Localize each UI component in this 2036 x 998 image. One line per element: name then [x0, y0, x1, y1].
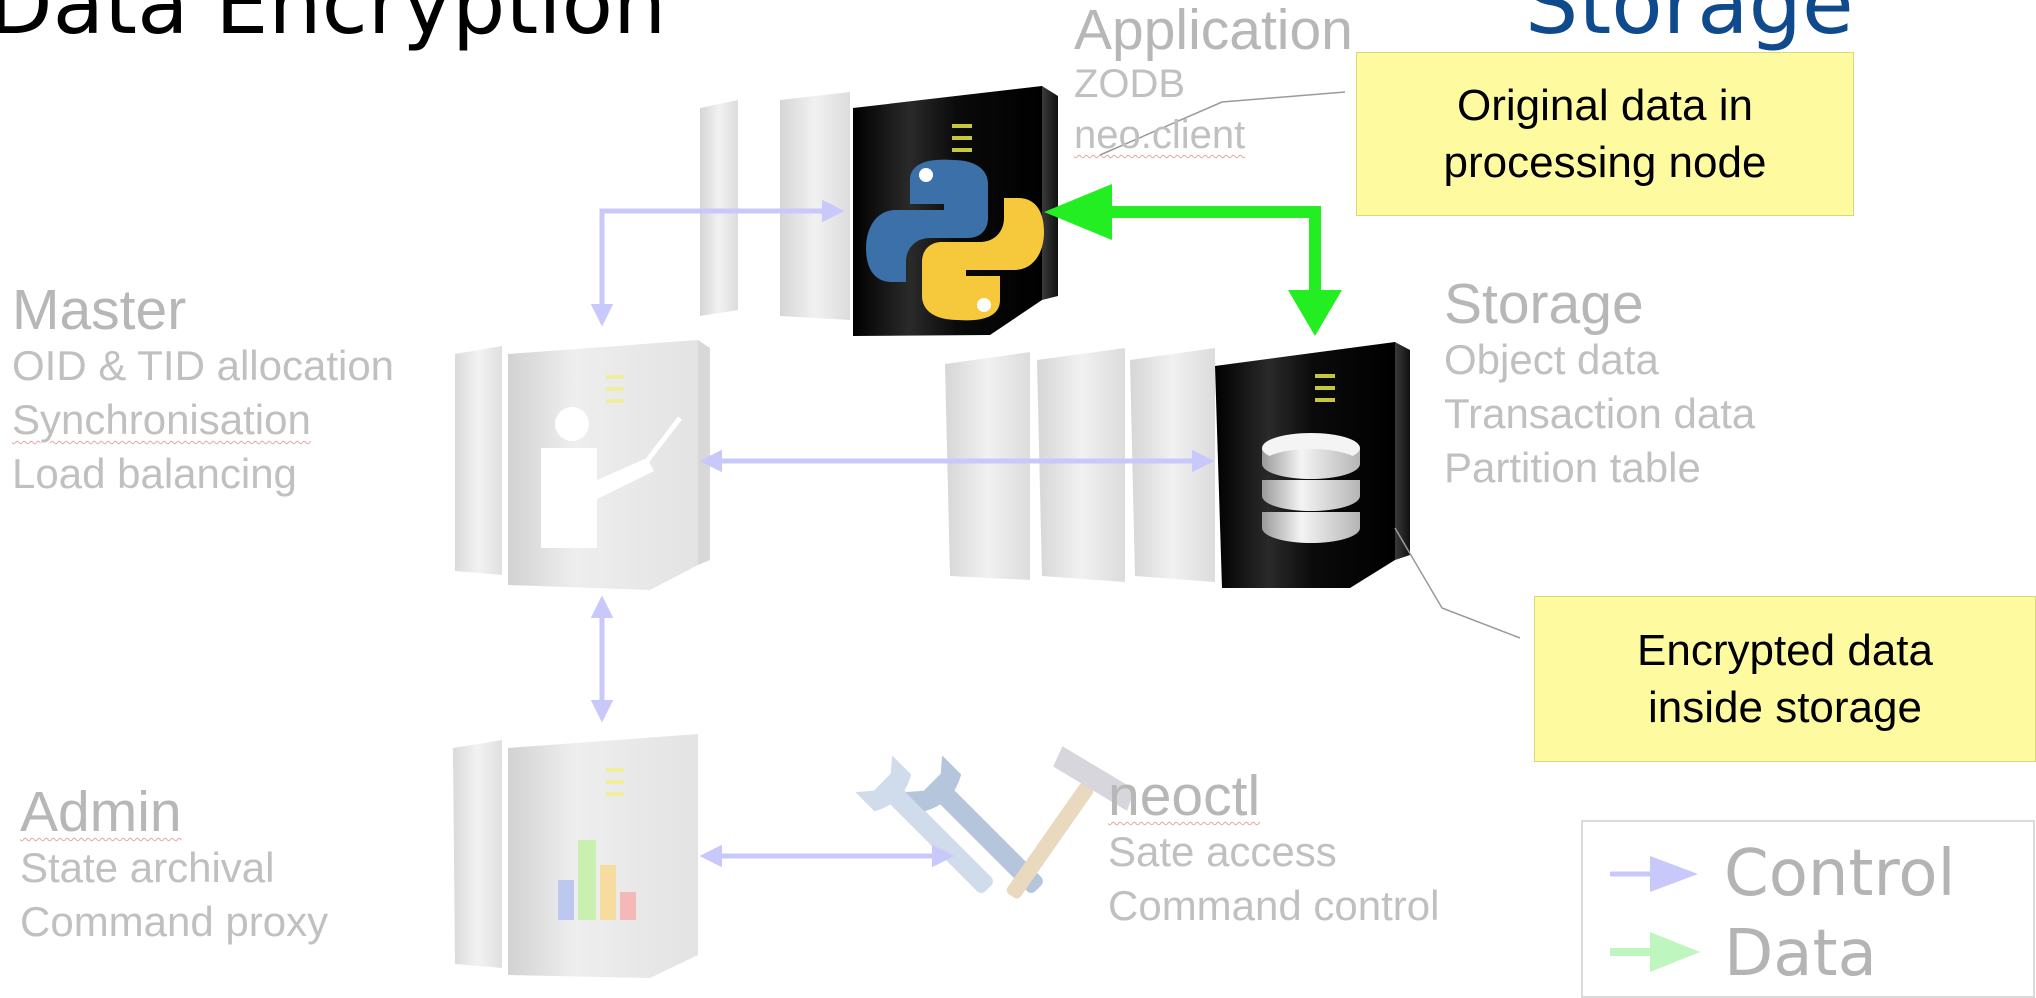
master-server-group	[455, 340, 710, 590]
callout-line: inside storage	[1648, 683, 1922, 732]
master-server-side	[698, 340, 710, 565]
admin-line: Command proxy	[20, 897, 329, 945]
drive-bay-light	[952, 136, 972, 140]
bar-chart-icon	[558, 840, 636, 920]
callout-original-data: Original data in processing node	[1356, 52, 1854, 216]
master-line: Load balancing	[12, 449, 297, 497]
python-logo-icon	[866, 159, 1044, 321]
legend-label-control: Control	[1724, 837, 1956, 911]
callout-line: Encrypted data	[1637, 625, 1933, 675]
storage-server-side	[1395, 342, 1410, 560]
application-server-side	[1042, 86, 1058, 300]
data-legend-arrowhead	[1650, 932, 1700, 972]
admin-server-body	[508, 734, 698, 978]
application-heading: Application	[1074, 0, 1353, 62]
storage-ghost-server-3	[1130, 348, 1215, 582]
presenter-icon	[541, 407, 682, 548]
admin-heading: Admin	[20, 780, 182, 844]
slide-title-left: Data Encryption	[0, 0, 667, 53]
callout-line: Original data in	[1457, 80, 1753, 130]
neoctl-line: Sate access	[1108, 828, 1337, 875]
legend-label-data: Data	[1724, 917, 1877, 991]
application-label: Application ZODB neo.client	[1074, 2, 1353, 161]
storage-ghost-server-2	[1037, 348, 1125, 582]
callout-encrypted-data: Encrypted data inside storage	[1534, 596, 2036, 762]
control-arrows	[590, 199, 1215, 868]
application-line: ZODB	[1074, 62, 1186, 106]
admin-label: Admin State archival Command proxy	[20, 784, 328, 949]
master-ghost-server	[455, 346, 502, 575]
master-label: Master OID & TID allocation Synchronisat…	[12, 282, 394, 500]
data-arrow-application-storage	[1044, 184, 1342, 336]
callout-leaders	[1099, 91, 1521, 639]
neoctl-line: Command control	[1108, 881, 1440, 929]
storage-line: Partition table	[1444, 443, 1701, 491]
master-heading: Master	[12, 278, 187, 342]
application-server-group	[700, 86, 1058, 336]
storage-label: Storage Object data Transaction data Par…	[1444, 276, 1755, 494]
storage-line: Object data	[1444, 336, 1659, 383]
master-line: Synchronisation	[12, 395, 311, 443]
admin-server-group	[453, 734, 698, 978]
application-ghost-server-2	[780, 92, 850, 320]
slide-title-right: Storage	[1525, 0, 1854, 53]
admin-line: State archival	[20, 844, 275, 891]
legend-arrows	[1610, 856, 1700, 972]
control-legend-arrowhead	[1650, 856, 1698, 892]
storage-ghost-server-1	[945, 352, 1030, 580]
master-line: OID & TID allocation	[12, 342, 395, 389]
admin-ghost-server	[453, 740, 502, 968]
legend	[1581, 820, 2035, 998]
master-server-body	[508, 340, 698, 590]
callout-line: processing node	[1443, 138, 1767, 187]
storage-heading: Storage	[1444, 272, 1644, 336]
neoctl-label: neoctl Sate access Command control	[1108, 768, 1439, 933]
tools-icon	[855, 746, 1135, 899]
storage-server-group	[945, 342, 1410, 588]
storage-line: Transaction data	[1444, 389, 1756, 437]
drive-bay-light	[952, 148, 972, 152]
application-ghost-server-1	[700, 100, 738, 316]
drive-bay-light	[952, 124, 972, 128]
database-stack-icon	[1262, 433, 1360, 543]
control-arrow-application-master	[590, 199, 845, 327]
neoctl-heading: neoctl	[1108, 764, 1261, 828]
application-line: neo.client	[1074, 113, 1246, 158]
